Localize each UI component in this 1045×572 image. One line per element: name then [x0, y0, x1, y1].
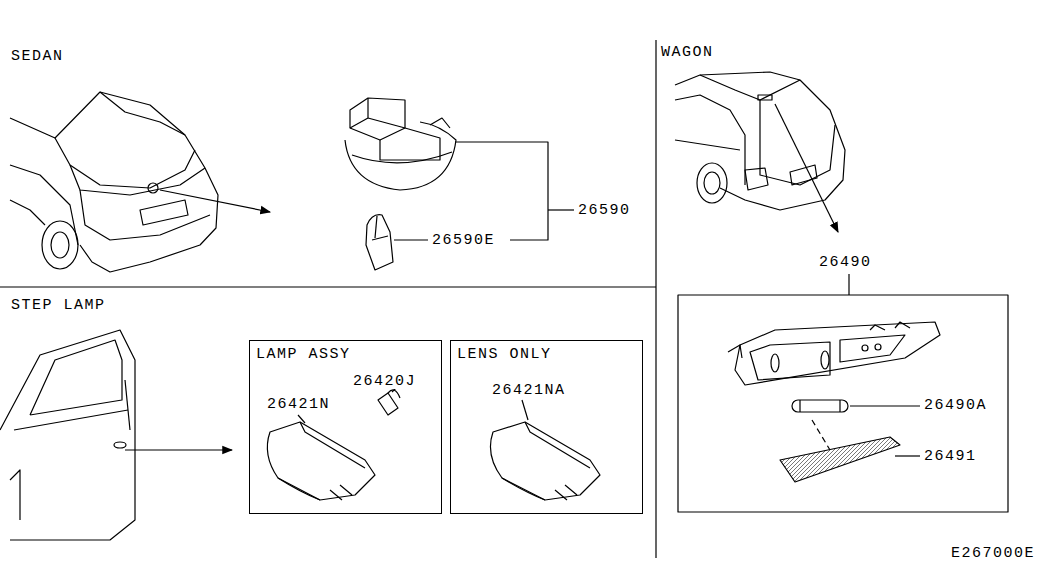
- map-lamp: [728, 322, 940, 385]
- leader-line: [455, 142, 548, 240]
- panel-title: SEDAN: [10, 49, 65, 64]
- step-lamp: [267, 422, 375, 500]
- panel-title: WAGON: [660, 45, 715, 60]
- step-lamp-lens: [490, 422, 600, 500]
- arrow: [160, 190, 270, 212]
- arrow: [125, 449, 232, 450]
- callout-number: 26590: [577, 203, 632, 218]
- callout-number: 26420J: [352, 374, 417, 389]
- divider: [0, 286, 656, 287]
- box-heading: LAMP ASSY: [256, 347, 351, 362]
- leader-line: [895, 455, 920, 456]
- callout-number: 26490: [818, 255, 873, 270]
- part-box: LENS ONLY: [450, 340, 643, 514]
- sedan-car: [10, 92, 218, 272]
- leader-line: [850, 405, 920, 406]
- leader-line: [548, 209, 574, 210]
- callout-number: 26421N: [266, 397, 331, 412]
- callout-number: 26490A: [923, 398, 988, 413]
- part-box: [678, 295, 1008, 512]
- arrow: [775, 104, 838, 232]
- bulb: [366, 215, 393, 270]
- callout-number: 26590E: [431, 233, 496, 248]
- door: [0, 330, 135, 540]
- leader-line: [522, 400, 528, 420]
- part-box: LAMP ASSY: [249, 340, 442, 514]
- leader-line: [298, 415, 305, 423]
- callout-number: 26491: [923, 449, 978, 464]
- leader-line: [848, 274, 849, 295]
- lens: [780, 437, 900, 482]
- divider: [655, 40, 656, 558]
- box-heading: LENS ONLY: [457, 347, 552, 362]
- lamp-part: [345, 98, 456, 190]
- leader-line: [394, 239, 428, 240]
- wagon-car: [675, 72, 845, 210]
- guide-line: [812, 420, 830, 450]
- callout-number: 26421NA: [491, 383, 567, 398]
- bulb: [378, 386, 400, 415]
- panel-title: STEP LAMP: [10, 298, 107, 313]
- diagram-code: E267000E: [950, 546, 1036, 561]
- bulb: [792, 400, 848, 412]
